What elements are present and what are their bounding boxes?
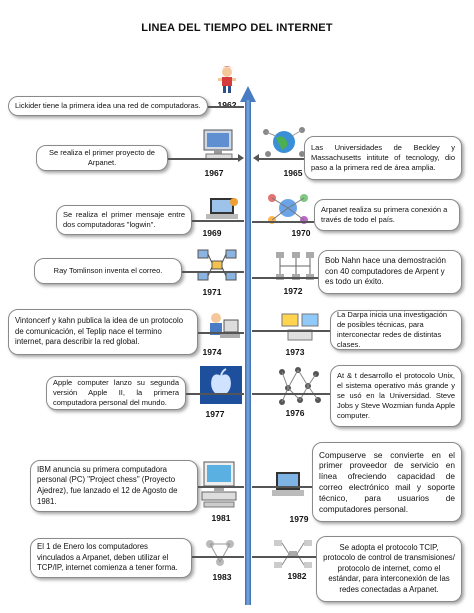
event-box-1967: Se realiza el primer proyecto de Arpanet… (36, 145, 168, 171)
arrowhead-1965 (253, 154, 259, 162)
laptop-icon-2 (272, 472, 304, 496)
year-label-1976: 1976 (285, 408, 305, 418)
connector-1973 (252, 330, 330, 332)
event-text-1965: Las Universidades de Beckley y Massachus… (311, 142, 455, 173)
network-graph-icon-2 (279, 367, 321, 405)
timeline-arrowhead (240, 86, 256, 102)
globe-network-icon (263, 127, 305, 157)
connector-1976 (252, 393, 330, 395)
event-box-1965: Las Universidades de Beckley y Massachus… (304, 136, 462, 180)
connector-1971 (182, 271, 244, 273)
event-box-1972: Bob Nahn hace una demostración con 40 co… (318, 250, 462, 294)
person-icon (218, 66, 236, 93)
connector-1969 (192, 220, 244, 222)
year-label-1977: 1977 (205, 409, 225, 419)
person-computer-icon (210, 313, 240, 338)
event-text-1979: Compuserve se convierte en el primer pro… (319, 449, 455, 514)
arrowhead-1967 (238, 154, 244, 162)
year-label-1971: 1971 (202, 287, 222, 297)
event-text-1974: Vintoncerf y kahn publica la idea de un … (15, 316, 184, 347)
year-label-1967: 1967 (204, 168, 224, 178)
event-box-1973: La Darpa inicia una investigación de pos… (330, 310, 462, 350)
network-diagram-icon (274, 540, 312, 568)
connector-1965 (258, 158, 304, 160)
event-text-1973: La Darpa inicia una investigación de pos… (337, 309, 448, 350)
year-label-1970: 1970 (291, 228, 311, 238)
year-label-1979: 1979 (289, 514, 309, 524)
connector-1967 (168, 158, 240, 160)
connector-1981 (198, 486, 244, 488)
pc-icon (201, 461, 237, 508)
year-label-1965: 1965 (283, 168, 303, 178)
year-label-1974: 1974 (202, 347, 222, 357)
event-box-1981: IBM anuncia su primera computadora perso… (30, 460, 198, 512)
event-text-1962: Lickider tiene la primera idea una red d… (15, 100, 201, 110)
event-box-1974: Vintoncerf y kahn publica la idea de un … (8, 309, 198, 355)
event-text-1976: At & t desarrollo el protocolo Unix, el … (337, 370, 455, 421)
year-label-1983: 1983 (212, 572, 232, 582)
event-box-1971: Ray Tomlinson inventa el correo. (34, 258, 182, 284)
event-box-1962: Lickider tiene la primera idea una red d… (8, 96, 208, 116)
event-text-1983: El 1 de Enero los computadores vinculado… (37, 542, 178, 573)
connector-1982 (252, 556, 316, 558)
event-box-1969: Se realiza el primer mensaje entre dos c… (56, 205, 192, 235)
network-nodes-icon (197, 249, 237, 281)
event-box-1979: Compuserve se convierte en el primer pro… (312, 442, 462, 522)
year-label-1969: 1969 (202, 228, 222, 238)
year-label-1972: 1972 (283, 286, 303, 296)
people-network-icon (206, 540, 234, 566)
laptop-icon (206, 198, 238, 219)
computer-icon (203, 129, 233, 160)
event-box-1976: At & t desarrollo el protocolo Unix, el … (330, 365, 462, 427)
year-label-1982: 1982 (287, 571, 307, 581)
year-label-1981: 1981 (211, 513, 231, 523)
connector-1972 (252, 277, 318, 279)
connector-1983 (192, 556, 244, 558)
connector-1974 (198, 332, 244, 334)
connector-1977 (186, 393, 244, 395)
chat-people-icon (281, 313, 319, 341)
timeline-axis (245, 100, 251, 605)
event-box-1982: Se adopta el protocolo TCIP, protocolo d… (316, 536, 462, 602)
network-graph-icon (276, 252, 314, 280)
event-text-1969: Se realiza el primer mensaje entre dos c… (63, 209, 185, 229)
event-text-1967: Se realiza el primer proyecto de Arpanet… (49, 147, 155, 167)
connector-1970 (252, 221, 314, 223)
year-label-1973: 1973 (285, 347, 305, 357)
event-text-1981: IBM anuncia su primera computadora perso… (37, 464, 178, 506)
event-text-1982: Se adopta el protocolo TCIP, protocolo d… (323, 542, 455, 594)
event-text-1972: Bob Nahn hace una demostración con 40 co… (325, 255, 446, 287)
event-box-1977: Apple computer lanzo su segunda versión … (46, 376, 186, 410)
event-box-1970: Arpanet realiza su primera conexión a tr… (314, 199, 460, 231)
year-label-1962: 1962 (217, 100, 237, 110)
event-text-1970: Arpanet realiza su primera conexión a tr… (321, 204, 448, 224)
apple-logo-icon (200, 366, 242, 404)
connector-1962 (208, 106, 244, 108)
event-text-1971: Ray Tomlinson inventa el correo. (53, 265, 163, 275)
event-box-1983: El 1 de Enero los computadores vinculado… (30, 538, 192, 578)
event-text-1977: Apple computer lanzo su segunda versión … (53, 377, 179, 408)
connector-1979 (252, 486, 312, 488)
page-title: LINEA DEL TIEMPO DEL INTERNET (141, 22, 333, 34)
